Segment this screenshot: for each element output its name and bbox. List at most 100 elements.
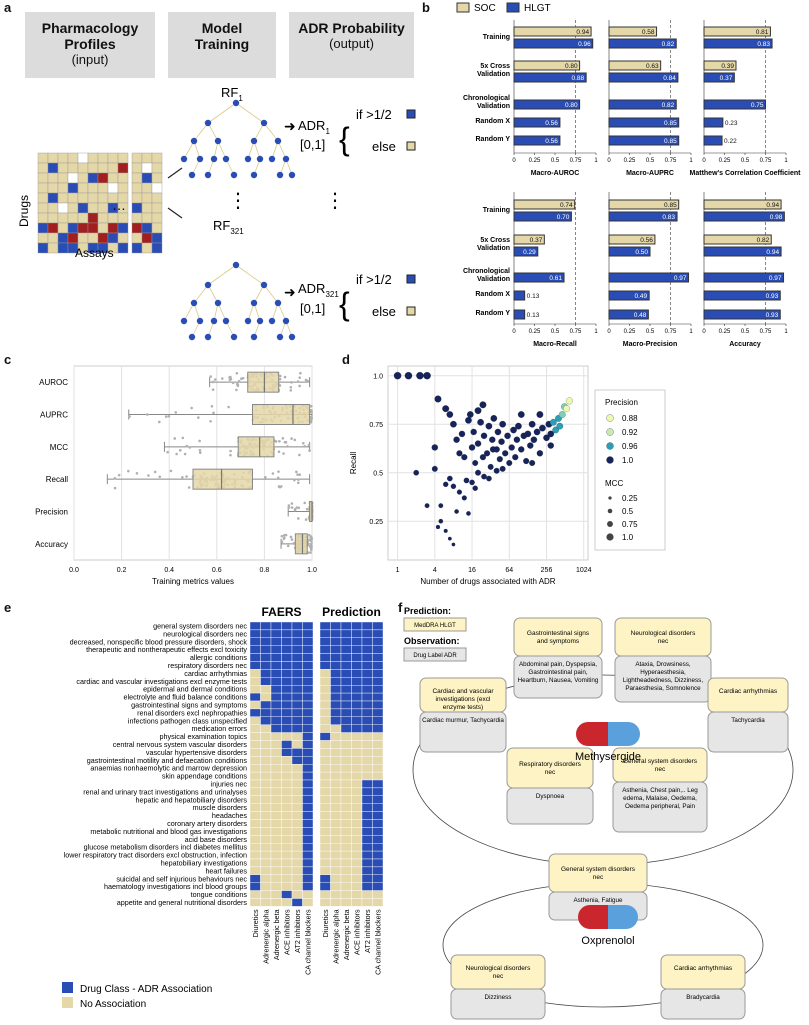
swarm-dot <box>289 389 293 392</box>
heatmap-cell <box>319 732 331 741</box>
heatmap-cell <box>330 811 342 820</box>
node-text-line: enzyme tests) <box>443 704 483 711</box>
tree-rf1 <box>180 99 296 179</box>
hlgt-box <box>548 853 648 893</box>
assay-cell <box>97 192 109 204</box>
scatter-point <box>416 372 424 380</box>
tree-node <box>268 317 276 325</box>
tree-node <box>288 333 296 341</box>
pill-icon <box>578 905 608 929</box>
else-text-2: else <box>372 304 396 319</box>
hlgt-bar <box>703 211 785 222</box>
assay-cell <box>47 162 59 174</box>
heatmap-cell <box>351 898 363 907</box>
assay-cell <box>131 152 143 164</box>
heatmap-cell <box>302 866 314 875</box>
scatter-point <box>479 401 487 409</box>
assay-cell <box>131 222 143 234</box>
scatter-point <box>484 450 491 457</box>
heatmap-row-label: infections pathogen class unspecified <box>128 716 247 725</box>
heatmap-cell <box>302 763 314 773</box>
assay-cell <box>47 202 59 214</box>
heatmap-cell <box>249 850 261 860</box>
swarm-dot <box>286 445 289 448</box>
heatmap-cell <box>361 858 373 868</box>
node-text-line: investigations (excl <box>436 696 491 703</box>
heatmap-cell <box>361 842 373 852</box>
heatmap-cell <box>351 708 363 718</box>
x-axis-label: Number of drugs associated with ADR <box>420 577 555 586</box>
heatmap-cell <box>372 748 384 757</box>
scatter-point <box>423 372 431 380</box>
tree-node <box>288 171 296 179</box>
hlgt-bar <box>703 290 781 301</box>
heatmap-cell <box>302 858 314 868</box>
node-text-line: Lightheadedness, Dizziness, <box>623 677 703 684</box>
heatmap-cell <box>351 811 363 820</box>
heatmap-cell <box>302 850 314 860</box>
heatmap-cell <box>330 842 342 852</box>
scatter-point <box>543 434 550 442</box>
x-axis-label: Training metrics values <box>152 577 234 586</box>
heatmap-cell <box>330 898 342 907</box>
node-text-line: nec <box>658 638 669 645</box>
heatmap-cell <box>260 732 272 741</box>
heatmap-cell <box>281 882 293 891</box>
scatter-point <box>549 418 557 426</box>
heatmap-cell <box>302 629 314 638</box>
assay-cell <box>107 162 119 174</box>
heatmap-cell <box>340 842 352 852</box>
soc-bar <box>608 234 656 245</box>
tree-node <box>282 155 290 163</box>
heatmap-cell <box>302 716 314 725</box>
heatmap-cell <box>291 677 303 686</box>
heatmap-cell <box>372 787 384 796</box>
heatmap-cell <box>361 882 373 891</box>
scatter-point <box>524 430 532 438</box>
heatmap-cell <box>302 756 314 765</box>
swarm-dot <box>135 472 139 475</box>
scatter-point <box>523 458 530 465</box>
heatmap-cell <box>372 842 384 852</box>
heatmap-row-label: metabolic nutritional and blood gas inve… <box>90 827 247 836</box>
assay-cell <box>37 162 49 174</box>
assay-cell <box>141 202 153 214</box>
heatmap-cell <box>249 716 261 725</box>
hlgt-bar <box>703 72 735 83</box>
soc-bar <box>608 60 662 71</box>
heatmap-cell <box>361 819 373 828</box>
heatmap-cell <box>361 748 373 757</box>
heatmap-cell <box>319 621 331 631</box>
heatmap-cell <box>291 882 303 891</box>
node-text-line: Paraesthesia, Somnolence <box>625 685 701 692</box>
swarm-dot <box>229 453 232 457</box>
heatmap-cell <box>249 866 261 875</box>
heatmap-cell <box>319 661 331 670</box>
heatmap-cell <box>281 716 293 725</box>
tree-node <box>274 299 282 307</box>
heatmap-cell <box>270 835 282 844</box>
swarm-dot <box>229 449 232 453</box>
heatmap-cell <box>361 874 373 883</box>
heatmap-cell <box>281 795 293 804</box>
heatmap-cell <box>249 629 261 638</box>
scatter-point <box>527 442 534 449</box>
heatmap-cell <box>281 621 293 631</box>
heatmap-cell <box>351 779 363 789</box>
bar-value: 0.29 <box>523 249 536 256</box>
assay-cell <box>67 172 79 184</box>
x-tick-label: 0.5 <box>551 158 560 164</box>
heatmap-cell <box>281 661 293 670</box>
swarm-dot <box>281 437 285 440</box>
tree-edge <box>235 102 265 124</box>
assay-cell <box>97 182 109 194</box>
heatmap-cell <box>351 882 363 891</box>
heatmap-cell <box>270 803 282 812</box>
swarm-dot <box>283 375 287 379</box>
hlgt-box <box>513 617 603 657</box>
heatmap-cell <box>351 835 363 844</box>
header-adr-probability: ADR Probability (output) <box>289 12 414 78</box>
swarm-dot <box>295 506 299 509</box>
heatmap-cell <box>361 771 373 781</box>
swarm-dot <box>310 537 314 540</box>
